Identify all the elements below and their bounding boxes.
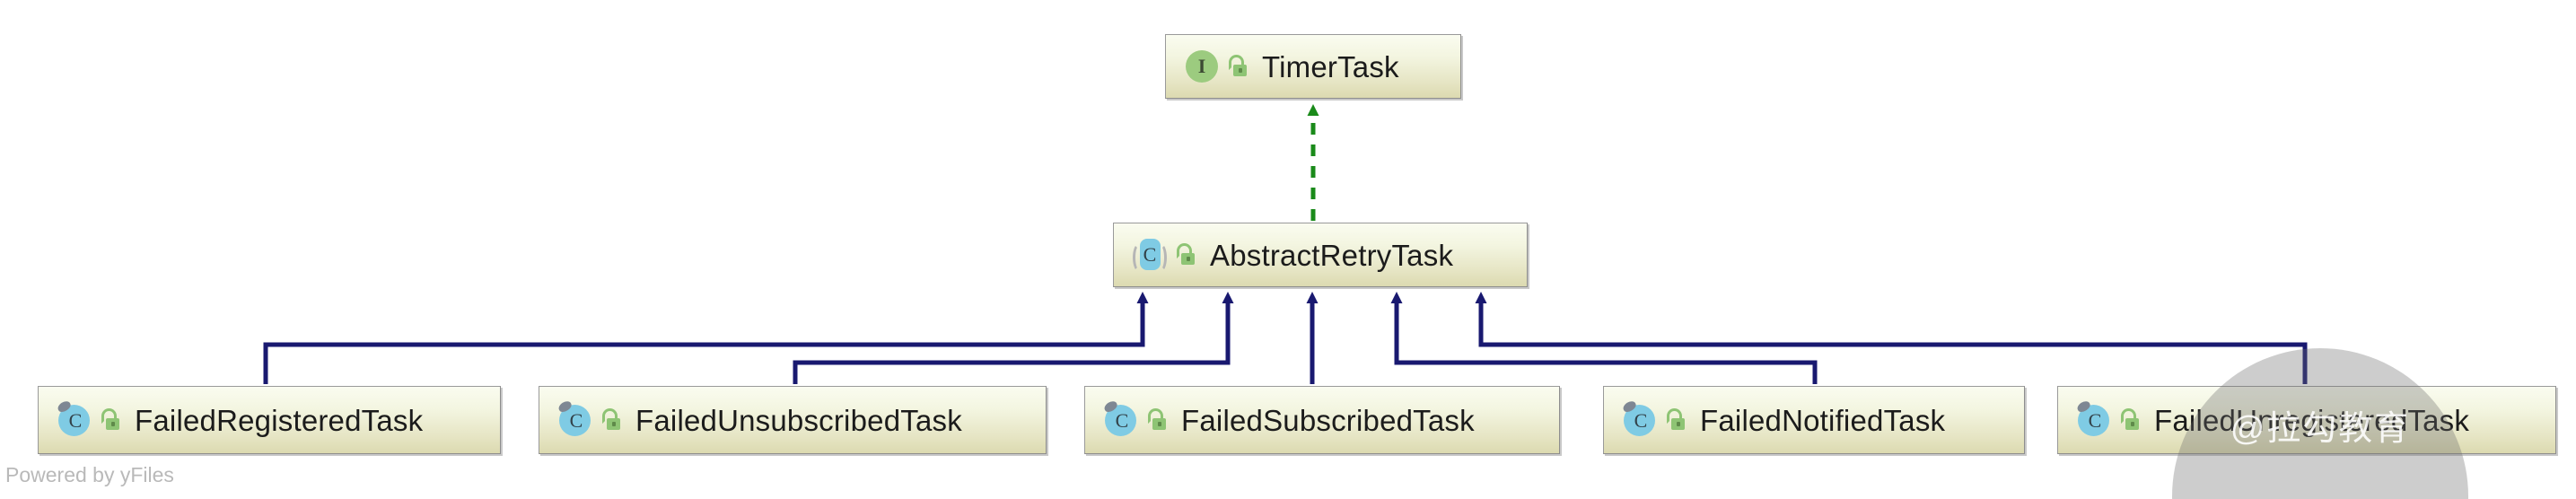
unlocked-padlock-icon [1147,408,1167,432]
class-icon: C [1621,398,1658,438]
edge-extend-unregistered [1475,292,2308,384]
node-failed-unregistered-task[interactable]: C FailedUnregisteredTask [2057,386,2556,454]
class-icon: C [2075,398,2112,438]
class-icon-glyph: C [68,409,83,432]
unlocked-padlock-icon [1176,243,1196,267]
interface-icon-glyph: I [1197,55,1206,77]
node-label-failed-notified-task: FailedNotifiedTask [1700,403,1946,437]
class-icon: C [1102,398,1139,438]
node-label-timer-task: TimerTask [1262,49,1399,83]
node-failed-unsubscribed-task[interactable]: C FailedUnsubscribedTask [539,386,1047,454]
class-icon-glyph: C [2088,409,2102,432]
node-label-failed-subscribed-task: FailedSubscribedTask [1181,403,1475,437]
unlocked-padlock-icon [2120,408,2140,432]
node-failed-subscribed-task[interactable]: C FailedSubscribedTask [1084,386,1560,454]
node-label-abstract-retry-task: AbstractRetryTask [1210,238,1454,272]
edge-extend-unsubscribed [793,292,1234,384]
class-icon-glyph: C [1634,409,1648,432]
edge-extend-notified [1390,292,1818,384]
class-icon: C [556,398,593,438]
powered-by-credit: Powered by yFiles [5,463,174,486]
class-icon-glyph: C [569,409,583,432]
node-failed-notified-task[interactable]: C FailedNotifiedTask [1603,386,2025,454]
class-icon-glyph: C [1115,409,1129,432]
unlocked-padlock-icon [601,408,621,432]
unlocked-padlock-icon [1666,408,1686,432]
node-label-failed-registered-task: FailedRegisteredTask [135,403,424,437]
unlocked-padlock-icon [1228,55,1248,78]
node-label-failed-unregistered-task: FailedUnregisteredTask [2154,403,2470,437]
node-failed-registered-task[interactable]: C FailedRegisteredTask [38,386,501,454]
unlocked-padlock-icon [101,408,120,432]
node-label-failed-unsubscribed-task: FailedUnsubscribedTask [635,403,962,437]
node-timer-task[interactable]: I TimerTask [1165,34,1461,99]
edge-extend-registered [263,292,1149,384]
class-icon: C [56,398,92,438]
abstract-class-icon: C [1132,237,1168,273]
node-abstract-retry-task[interactable]: C AbstractRetryTask [1113,223,1528,287]
abstract-class-icon-glyph: C [1143,243,1157,266]
interface-icon: I [1184,48,1220,84]
